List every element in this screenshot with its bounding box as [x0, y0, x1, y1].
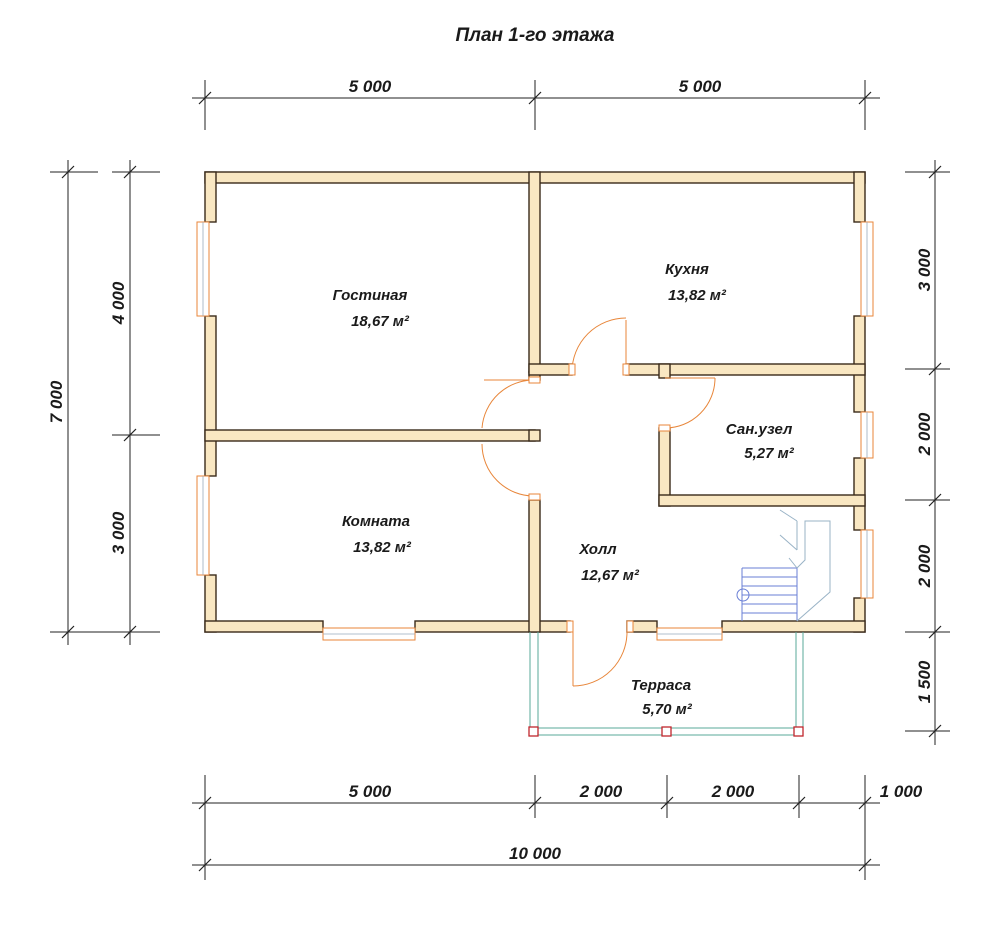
door-bathroom: [658, 377, 716, 432]
dim-bottom-4: 1 000: [880, 782, 923, 801]
window-right-top: [860, 221, 874, 317]
dim-top-2: 5 000: [679, 77, 722, 96]
terrace-post-right: [793, 726, 804, 737]
room-bathroom-name: Сан.узел: [726, 421, 793, 438]
terrace-post-middle: [661, 726, 672, 737]
left-dimension: 7 000 4 000 3 000: [47, 160, 160, 645]
window-left-bottom: [196, 475, 210, 576]
door-living: [481, 376, 541, 429]
door-entrance: [566, 620, 634, 687]
doors: [481, 317, 716, 687]
window-bottom-left: [322, 627, 416, 641]
terrace: [528, 632, 804, 737]
room-hall-area: 12,67 м²: [581, 567, 640, 584]
dim-bottom-1: 5 000: [349, 782, 392, 801]
room-bedroom-name: Комната: [342, 513, 410, 530]
dim-right-4: 1 500: [915, 660, 934, 703]
room-bedroom: Комната 13,82 м²: [342, 513, 412, 556]
door-room: [481, 443, 541, 501]
room-living: Гостиная 18,67 м²: [333, 287, 410, 330]
dim-right-3: 2 000: [915, 544, 934, 588]
window-right-bottom: [860, 529, 874, 599]
staircase: [736, 509, 831, 622]
room-terrace-name: Терраса: [631, 677, 691, 694]
room-bathroom: Сан.узел 5,27 м²: [726, 421, 795, 462]
door-kitchen: [568, 317, 630, 376]
dim-top-1: 5 000: [349, 77, 392, 96]
plan-title: План 1-го этажа: [456, 25, 615, 46]
room-hall: Холл 12,67 м²: [578, 541, 640, 584]
dim-right-2: 2 000: [915, 412, 934, 456]
room-kitchen: Кухня 13,82 м²: [665, 261, 727, 304]
room-kitchen-area: 13,82 м²: [668, 287, 727, 304]
dim-left-1: 4 000: [109, 281, 128, 325]
window-bottom-right: [656, 627, 723, 641]
room-living-name: Гостиная: [333, 287, 408, 304]
dim-bottom-total: 10 000: [509, 844, 562, 863]
window-left-top: [196, 221, 210, 317]
windows: [196, 221, 874, 641]
room-hall-name: Холл: [578, 541, 617, 558]
room-kitchen-name: Кухня: [665, 261, 709, 278]
room-bathroom-area: 5,27 м²: [744, 445, 794, 462]
walls: [204, 171, 866, 633]
room-terrace-area: 5,70 м²: [642, 701, 692, 718]
dim-bottom-3: 2 000: [711, 782, 755, 801]
top-dimension: 5 000 5 000: [192, 77, 880, 130]
room-living-area: 18,67 м²: [351, 313, 410, 330]
right-dimension: 3 000 2 000 2 000 1 500: [905, 160, 950, 745]
dim-left-total: 7 000: [47, 380, 66, 423]
terrace-post-left: [528, 726, 539, 737]
bottom-dimension: 5 000 2 000 2 000 1 000 10 000: [192, 775, 923, 880]
room-terrace: Терраса 5,70 м²: [631, 677, 693, 718]
room-bedroom-area: 13,82 м²: [353, 539, 412, 556]
dim-bottom-2: 2 000: [579, 782, 623, 801]
window-right-middle: [860, 411, 874, 459]
dim-right-1: 3 000: [915, 248, 934, 291]
dim-left-2: 3 000: [109, 511, 128, 554]
